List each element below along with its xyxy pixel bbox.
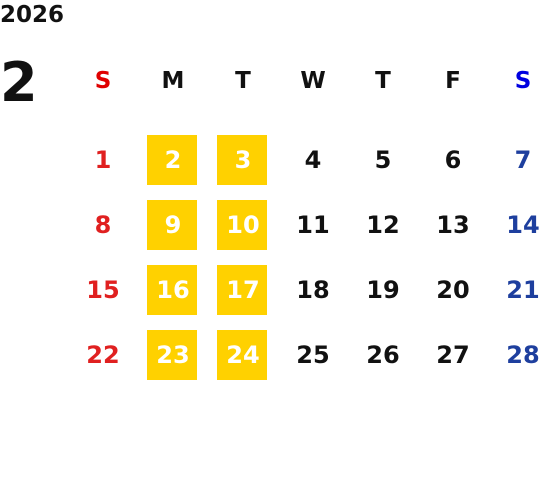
- date-number: 25: [296, 340, 330, 369]
- date-number: 6: [444, 145, 462, 174]
- date-number: 11: [296, 210, 330, 239]
- date-number: 19: [366, 275, 400, 304]
- date-cell-highlighted[interactable]: 2: [138, 127, 208, 192]
- weekday-header-tuesday: T: [235, 68, 251, 94]
- date-cell-highlighted[interactable]: 23: [138, 322, 208, 387]
- date-number: 16: [156, 275, 190, 304]
- calendar-grid: S M T W T F S 1 2 3 4 5 6 7 8 9 10 11 12…: [68, 62, 548, 387]
- date-number: 24: [226, 340, 260, 369]
- date-cell[interactable]: 20: [418, 257, 488, 322]
- weekday-header-wednesday: W: [300, 68, 326, 94]
- date-number: 13: [436, 210, 470, 239]
- date-cell-highlighted[interactable]: 10: [208, 192, 278, 257]
- highlight-box: [147, 265, 197, 315]
- date-cell[interactable]: 8: [68, 192, 138, 257]
- date-cell-highlighted[interactable]: 17: [208, 257, 278, 322]
- date-number: 28: [506, 340, 540, 369]
- date-number: 4: [304, 145, 322, 174]
- date-cell[interactable]: 5: [348, 127, 418, 192]
- highlight-box: [217, 330, 267, 380]
- date-cell-highlighted[interactable]: 24: [208, 322, 278, 387]
- date-number: 22: [86, 340, 120, 369]
- date-number: 18: [296, 275, 330, 304]
- weekday-header-thursday: T: [375, 68, 391, 94]
- date-cell[interactable]: 26: [348, 322, 418, 387]
- date-cell[interactable]: 28: [488, 322, 548, 387]
- date-cell[interactable]: 1: [68, 127, 138, 192]
- date-cell[interactable]: 15: [68, 257, 138, 322]
- date-cell[interactable]: 22: [68, 322, 138, 387]
- date-number: 3: [234, 145, 252, 174]
- highlight-box: [147, 135, 197, 185]
- date-cell-highlighted[interactable]: 3: [208, 127, 278, 192]
- weekday-header-sunday: S: [94, 68, 112, 94]
- weekday-header-monday: M: [161, 68, 185, 94]
- date-cell[interactable]: 6: [418, 127, 488, 192]
- weekday-header-friday: F: [445, 68, 461, 94]
- date-number: 9: [164, 210, 182, 239]
- date-cell[interactable]: 27: [418, 322, 488, 387]
- date-cell[interactable]: 11: [278, 192, 348, 257]
- month-number: 2: [0, 51, 38, 114]
- highlight-box: [217, 135, 267, 185]
- date-cell[interactable]: 4: [278, 127, 348, 192]
- date-cell[interactable]: 18: [278, 257, 348, 322]
- date-number: 8: [94, 210, 112, 239]
- highlight-box: [147, 200, 197, 250]
- date-cell[interactable]: 21: [488, 257, 548, 322]
- date-cell[interactable]: 13: [418, 192, 488, 257]
- date-cell[interactable]: 25: [278, 322, 348, 387]
- date-number: 12: [366, 210, 400, 239]
- date-number: 5: [374, 145, 392, 174]
- highlight-box: [147, 330, 197, 380]
- date-number: 2: [164, 145, 182, 174]
- weekday-header-saturday: S: [514, 68, 532, 94]
- date-cell[interactable]: 19: [348, 257, 418, 322]
- date-number: 21: [506, 275, 540, 304]
- date-number: 17: [226, 275, 260, 304]
- date-cell-highlighted[interactable]: 16: [138, 257, 208, 322]
- date-number: 26: [366, 340, 400, 369]
- highlight-box: [217, 200, 267, 250]
- date-number: 20: [436, 275, 470, 304]
- date-number: 7: [514, 145, 532, 174]
- date-number: 15: [86, 275, 120, 304]
- date-cell-highlighted[interactable]: 9: [138, 192, 208, 257]
- date-number: 14: [506, 210, 540, 239]
- highlight-box: [217, 265, 267, 315]
- date-number: 1: [94, 145, 112, 174]
- date-cell[interactable]: 12: [348, 192, 418, 257]
- date-cell[interactable]: 7: [488, 127, 548, 192]
- year-label: 2026: [0, 2, 65, 28]
- date-number: 27: [436, 340, 470, 369]
- date-number: 10: [226, 210, 260, 239]
- date-number: 23: [156, 340, 190, 369]
- date-cell[interactable]: 14: [488, 192, 548, 257]
